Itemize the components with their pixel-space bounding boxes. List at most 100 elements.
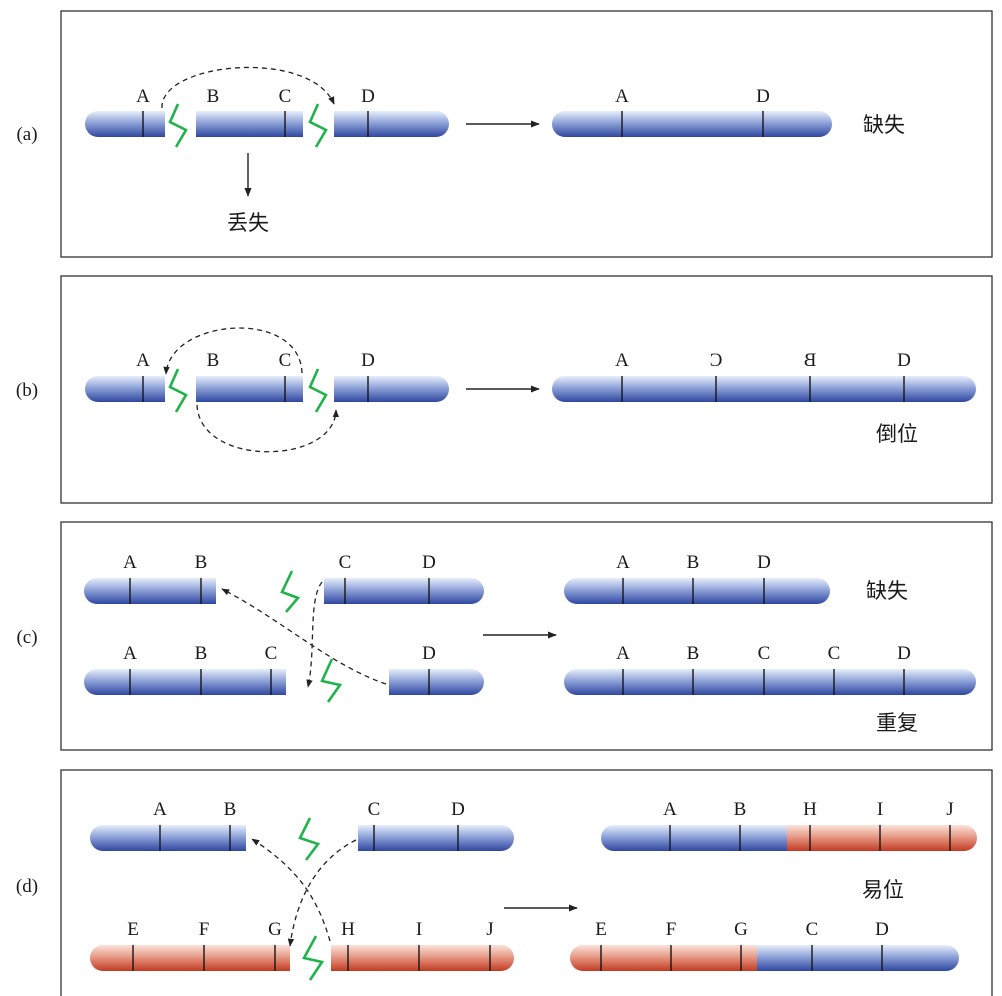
break-mark (168, 103, 188, 148)
gene-label: D (875, 919, 889, 940)
gene-label: C (806, 919, 819, 940)
panel-c: (c) A B C D A B C (16, 521, 993, 751)
gene-label: D (897, 350, 911, 371)
break-mark (308, 368, 328, 413)
gene-label: J (946, 799, 953, 820)
panel-a-label: (a) (16, 124, 37, 145)
dashed-arrow (196, 404, 340, 453)
dashed-arrow (161, 66, 335, 109)
panel-d: (d) A B C D E F G (16, 769, 993, 996)
gene-label: I (877, 799, 883, 820)
chromosome-result-d-top (601, 825, 977, 851)
chromosome-segment-d-top-right (358, 825, 514, 851)
lost-caption: 丢失 (227, 211, 269, 235)
chromosome-segment-b-left (85, 376, 165, 402)
gene-label: F (199, 919, 210, 940)
break-mark (298, 817, 321, 861)
gene-label: F (666, 919, 677, 940)
gene-label: C (279, 86, 292, 107)
gene-label-mirrored: C (710, 350, 723, 371)
gene-label: C (368, 799, 381, 820)
chromosome-segment-d-bottom-right (331, 945, 514, 971)
gene-label-mirrored: B (804, 350, 817, 371)
gene-label: A (616, 552, 630, 573)
gene-label: B (207, 350, 220, 371)
gene-label: B (195, 552, 208, 573)
gene-label: D (757, 552, 771, 573)
gene-label: D (422, 643, 436, 664)
gene-label: B (207, 86, 220, 107)
dashed-arrow (287, 839, 357, 947)
dashed-arrow (306, 581, 323, 688)
gene-label: E (127, 919, 139, 940)
gene-label: A (615, 86, 629, 107)
panel-c-label: (c) (16, 627, 37, 648)
gene-label: J (486, 919, 493, 940)
gene-label: G (734, 919, 748, 940)
chromosome-result-c-top (564, 578, 830, 604)
chromosome-segment-c-top-left (84, 578, 216, 604)
chromosome-segment-a-right (334, 111, 449, 137)
panel-a: (a) A B C D 丢失 A D 缺 (16, 10, 993, 258)
chromosome-segment-b-middle (196, 376, 303, 402)
gene-label: A (123, 552, 137, 573)
gene-label: D (451, 799, 465, 820)
gene-label: B (195, 643, 208, 664)
panel-b: (b) A B C D A C B D (16, 275, 993, 504)
gene-label: B (687, 552, 700, 573)
gene-label: A (123, 643, 137, 664)
duplication-caption: 重复 (876, 711, 918, 735)
break-mark (320, 658, 343, 703)
chromosome-segment-d-bottom-left (90, 945, 290, 971)
gene-label: G (268, 919, 282, 940)
gene-label: I (416, 919, 422, 940)
chromosome-result-c-bottom (564, 669, 976, 695)
break-mark (302, 935, 325, 981)
dashed-arrow (221, 588, 387, 685)
gene-label: A (616, 643, 630, 664)
dashed-arrow (251, 838, 331, 942)
gene-label: C (339, 552, 352, 573)
gene-label: A (136, 350, 150, 371)
gene-label: A (615, 350, 629, 371)
gene-label: D (897, 643, 911, 664)
gene-label: H (341, 919, 355, 940)
panel-b-label: (b) (16, 380, 38, 401)
deletion-caption: 缺失 (863, 113, 905, 137)
chromosome-segment-a-middle (196, 111, 303, 137)
chromosome-segment-a-left (85, 111, 165, 137)
gene-label: A (153, 799, 167, 820)
gene-label: D (756, 86, 770, 107)
gene-label: B (224, 799, 237, 820)
chromosome-segment-c-bottom-right (389, 669, 484, 695)
break-mark (280, 570, 301, 613)
chromosome-segment-d-top-left (90, 825, 246, 851)
chromosome-segment-c-top-right (324, 578, 484, 604)
break-mark (308, 103, 328, 148)
chromosome-result-a (552, 111, 832, 137)
break-mark (168, 368, 188, 413)
panel-d-label: (d) (16, 876, 38, 897)
gene-label: D (422, 552, 436, 573)
inversion-caption: 倒位 (876, 422, 918, 446)
deletion-caption: 缺失 (866, 579, 908, 603)
gene-label: H (803, 799, 817, 820)
gene-label: C (758, 643, 771, 664)
gene-label: D (361, 350, 375, 371)
gene-label: C (265, 643, 278, 664)
chromosome-segment-c-bottom-left (84, 669, 286, 695)
gene-label: C (828, 643, 841, 664)
chromosome-segment-b-right (334, 376, 449, 402)
gene-label: A (136, 86, 150, 107)
gene-label: C (279, 350, 292, 371)
translocation-caption: 易位 (862, 878, 904, 902)
gene-label: B (687, 643, 700, 664)
gene-label: B (734, 799, 747, 820)
gene-label: D (361, 86, 375, 107)
chromosome-result-b (552, 376, 976, 402)
gene-label: A (663, 799, 677, 820)
chromosome-result-d-bottom (570, 945, 959, 971)
gene-label: E (595, 919, 607, 940)
dashed-arrow (163, 327, 303, 375)
